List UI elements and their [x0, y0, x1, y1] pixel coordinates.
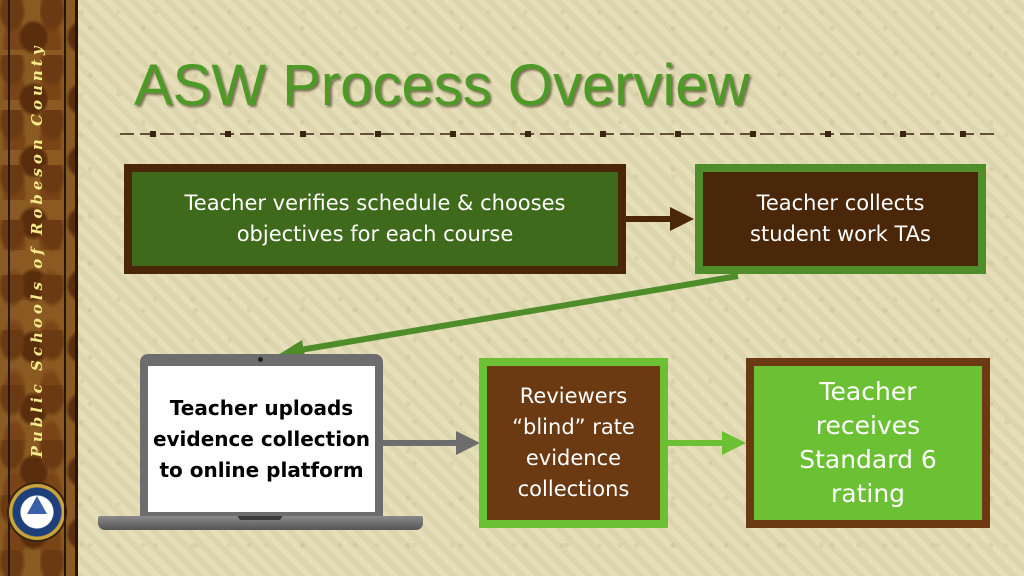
step-rating-line-1: Teacher [819, 377, 917, 406]
step-rating-line-4: rating [830, 479, 906, 508]
step-receive-rating: Teacher receives Standard 6 rating [746, 358, 990, 528]
slide-title: ASW Process Overview [134, 53, 750, 118]
arrow-head-upload-to-review [456, 431, 480, 455]
seal-triangle-emblem [27, 496, 47, 514]
title-divider [120, 131, 995, 137]
step-verify-line-1: Teacher verifies schedule & chooses [184, 191, 566, 215]
step-upload-line-3: collection to [159, 426, 371, 482]
step-rating-line-2: receives [815, 411, 921, 440]
step-review-line-3: evidence [525, 446, 622, 470]
laptop-icon: Teacher uploads evidence collection to o… [140, 354, 383, 518]
laptop-base [98, 516, 423, 530]
step-review-line-2: “blind” rate [512, 415, 635, 439]
step-upload-evidence: Teacher uploads evidence collection to o… [148, 366, 375, 512]
step-rating-line-3: Standard 6 [799, 445, 937, 474]
step-upload-line-1: Teacher uploads [169, 395, 354, 420]
step-verify-schedule: Teacher verifies schedule & chooses obje… [124, 164, 626, 274]
step-review-line-4: collections [517, 477, 630, 501]
school-seal-icon [9, 484, 65, 540]
arrow-head-review-to-rating [722, 431, 746, 455]
step-collect-work: Teacher collects student work TAs [695, 164, 986, 274]
step-collect-line-1: Teacher collects [756, 191, 925, 215]
step-verify-line-2: objectives for each course [236, 222, 514, 246]
step-review-line-1: Reviewers [519, 384, 628, 408]
step-collect-line-2: student work TAs [750, 222, 931, 246]
laptop-notch [238, 516, 282, 520]
arrow-head-verify-to-collect [670, 207, 694, 231]
step-upload-line-4: online platform [189, 457, 364, 482]
arrow-collect-to-upload [299, 273, 739, 353]
step-upload-line-2: evidence [152, 426, 254, 451]
laptop-camera [258, 357, 263, 362]
step-blind-review: Reviewers “blind” rate evidence collecti… [479, 358, 668, 528]
side-banner: Public Schools of Robeson County [0, 0, 78, 576]
